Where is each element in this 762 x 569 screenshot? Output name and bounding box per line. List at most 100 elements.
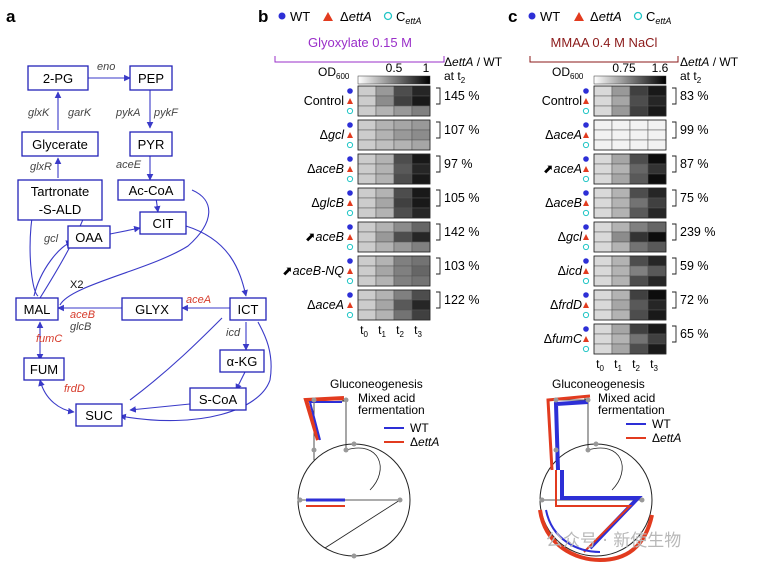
heatmap-cell bbox=[375, 231, 395, 243]
network-b-node bbox=[343, 447, 349, 453]
row-label: ΔglcB bbox=[311, 196, 344, 210]
od-color-scale-b bbox=[357, 75, 431, 85]
row-label: ΔaceB bbox=[545, 196, 582, 210]
row-marker-ettA bbox=[583, 268, 589, 274]
panel-a-pathway: a 2-PG bbox=[6, 7, 272, 427]
row-marker-c bbox=[346, 107, 354, 115]
heatmap-cell bbox=[411, 95, 431, 107]
ratio-value: 97 % bbox=[444, 157, 473, 171]
node-glycerate: Glycerate bbox=[32, 137, 88, 152]
edge-cycle-right bbox=[119, 321, 272, 422]
row-marker-wt bbox=[347, 292, 353, 298]
row-label-prefix: Δ bbox=[545, 128, 553, 142]
heatmap-cell bbox=[593, 323, 613, 335]
row-marker-c bbox=[582, 107, 590, 115]
row-marker-c bbox=[582, 311, 590, 319]
heatmap-cell bbox=[375, 95, 395, 107]
heatmap-cell bbox=[611, 289, 631, 301]
node-tsald-box bbox=[17, 179, 103, 221]
heatmap-cell bbox=[629, 207, 649, 219]
time-label-t: t bbox=[360, 323, 364, 337]
condition-bracket-b bbox=[274, 56, 445, 63]
network-c-wt-top bbox=[553, 400, 589, 471]
row-label: ΔaceA bbox=[545, 128, 582, 142]
heatmap-cell bbox=[593, 95, 613, 107]
heatmap-cell bbox=[357, 139, 377, 151]
heatmap-cell bbox=[629, 333, 649, 345]
heatmap-block bbox=[593, 153, 667, 185]
row-label-text: aceB bbox=[316, 230, 345, 244]
heatmap-cell bbox=[393, 231, 413, 243]
enzyme-gcl: gcl bbox=[44, 233, 59, 245]
heatmap-cell bbox=[357, 129, 377, 141]
time-label: t0 bbox=[360, 323, 368, 339]
row-label-text: gcl bbox=[328, 128, 345, 142]
heatmap-cell bbox=[647, 255, 667, 267]
heatmap-cell bbox=[593, 265, 613, 277]
ratio-value: 145 % bbox=[444, 89, 479, 103]
heatmap-cell bbox=[357, 95, 377, 107]
ratio-value: 122 % bbox=[444, 293, 479, 307]
heatmap-cell bbox=[611, 241, 631, 253]
heatmap-cell bbox=[357, 163, 377, 175]
network-c-mixed2: fermentation bbox=[598, 403, 665, 417]
heatmap-cell bbox=[593, 343, 613, 355]
heatmap-cell bbox=[629, 343, 649, 355]
network-b-loop bbox=[345, 447, 381, 491]
ratio-bracket bbox=[672, 291, 677, 309]
heatmap-cell bbox=[393, 255, 413, 267]
heatmap-cell bbox=[593, 275, 613, 287]
heatmap-block bbox=[593, 323, 667, 355]
network-b-node bbox=[311, 397, 317, 403]
enzyme-pyka: pykA bbox=[115, 107, 140, 119]
heatmap-cell bbox=[593, 309, 613, 321]
heatmap-cell bbox=[393, 163, 413, 175]
row-label-text: Control bbox=[304, 94, 344, 108]
ratio-bracket bbox=[672, 155, 677, 173]
row-marker-ettA bbox=[583, 234, 589, 240]
time-label: t3 bbox=[650, 357, 658, 373]
network-c-legend-wt: WT bbox=[652, 417, 671, 431]
ratio-value: 142 % bbox=[444, 225, 479, 239]
row-marker-ettA bbox=[347, 234, 353, 240]
heatmap-cell bbox=[611, 255, 631, 267]
heatmap-block bbox=[593, 289, 667, 321]
heatmap-cell bbox=[593, 105, 613, 117]
enzyme-x2: X2 bbox=[70, 279, 83, 291]
heatmap-cell bbox=[393, 207, 413, 219]
row-label-prefix: Δ bbox=[307, 298, 315, 312]
ratio-bracket bbox=[436, 291, 441, 309]
node-ict: ICT bbox=[238, 302, 259, 317]
row-marker-wt bbox=[583, 156, 589, 162]
heatmap-cell bbox=[375, 221, 395, 233]
enzyme-fumc: fumC bbox=[36, 333, 62, 345]
row-marker-wt bbox=[583, 88, 589, 94]
row-marker-ettA bbox=[347, 200, 353, 206]
heatmap-cell bbox=[411, 309, 431, 321]
node-glycerate-box bbox=[21, 131, 99, 157]
node-scoa: S-CoA bbox=[199, 392, 238, 407]
heatmap-block bbox=[593, 221, 667, 253]
heatmap-cell bbox=[357, 299, 377, 311]
row-marker-c bbox=[346, 311, 354, 319]
heatmap-cell bbox=[647, 119, 667, 131]
ratio-bracket bbox=[436, 257, 441, 275]
heatmap-cell bbox=[629, 323, 649, 335]
time-label-sub: 3 bbox=[417, 330, 422, 339]
heatmap-cell bbox=[357, 241, 377, 253]
heatmap-cell bbox=[375, 163, 395, 175]
heatmap-cell bbox=[357, 275, 377, 287]
edge-fum-suc bbox=[38, 379, 75, 415]
heatmap-cell bbox=[375, 153, 395, 165]
network-c-wt-arc bbox=[545, 509, 601, 553]
heatmap-cell bbox=[629, 119, 649, 131]
heatmap-cell bbox=[629, 265, 649, 277]
panel-c: c WT ΔettA CettA MMAA 0.4 M NaCl OD600 0… bbox=[508, 7, 739, 563]
heatmap-cell bbox=[375, 289, 395, 301]
heatmap-cell bbox=[647, 173, 667, 185]
heatmap-cell bbox=[411, 197, 431, 209]
heatmap-cell bbox=[629, 255, 649, 267]
row-marker-c bbox=[582, 345, 590, 353]
od-label-c: OD600 bbox=[552, 65, 584, 81]
row-marker-wt bbox=[583, 292, 589, 298]
